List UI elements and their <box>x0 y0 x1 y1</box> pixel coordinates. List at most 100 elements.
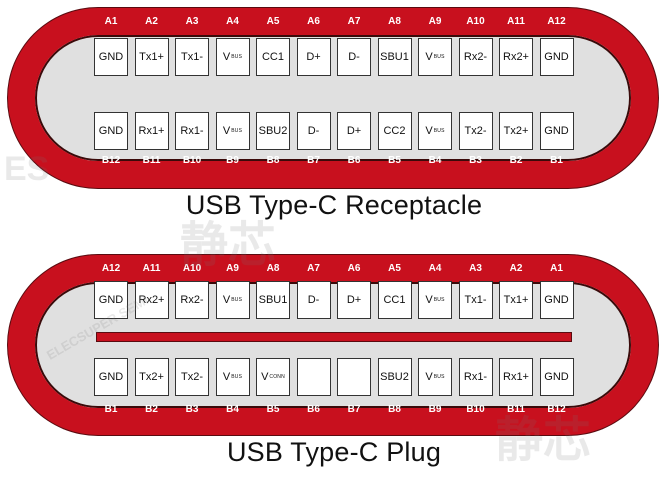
pin-cell: D- <box>296 281 331 319</box>
pin-signal-subscript: BUS <box>433 374 445 380</box>
pin-signal-subscript: BUS <box>231 128 243 134</box>
pin-number-label: B11 <box>507 404 525 415</box>
pin-number-label: A3 <box>185 16 199 27</box>
pin-cell: Rx2- <box>175 281 209 319</box>
pin-signal-name: Rx1- <box>463 371 488 383</box>
pin-number-label: B8 <box>388 404 401 415</box>
pin-number-label: A6 <box>307 16 320 27</box>
pin-signal-subscript: BUS <box>433 297 445 303</box>
pin-cell: Tx2+ <box>134 358 169 396</box>
pin-number-label: A4 <box>226 16 239 27</box>
pin-cell <box>337 358 371 396</box>
pin-signal-name: GND <box>98 294 124 306</box>
pin-signal-name: Rx1- <box>180 125 204 137</box>
pin-number-label: B4 <box>226 404 239 415</box>
pin-signal-subscript: BUS <box>231 54 243 60</box>
pin-signal-subscript: BUS <box>433 128 445 134</box>
pin-cell: Tx1+ <box>134 38 169 76</box>
pin-signal-name: SBU1 <box>380 51 409 63</box>
pin-number-label: A9 <box>226 263 239 274</box>
pin-number-label: A10 <box>466 16 485 27</box>
pin-number-label: A5 <box>388 263 401 274</box>
pin-signal-name: Tx2+ <box>503 125 529 137</box>
pin-signal-name: CC2 <box>383 125 406 137</box>
pin-cell: Tx1- <box>458 281 493 319</box>
pin-number-label: B1 <box>550 155 563 166</box>
pin-number-label: A1 <box>104 16 118 27</box>
pin-signal-name: D- <box>348 51 360 63</box>
pin-number-label: A12 <box>101 263 121 274</box>
pin-cell: Rx2- <box>458 38 493 76</box>
pin-cell: Rx2+ <box>499 38 533 76</box>
pin-number-label: A8 <box>266 263 280 274</box>
pin-number-label: A11 <box>507 16 525 27</box>
pin-signal-name: V <box>425 294 433 306</box>
pin-cell: GND <box>539 281 574 319</box>
pin-cell: SBU2 <box>377 358 412 396</box>
pin-signal-name: D+ <box>346 294 362 306</box>
pin-cell: GND <box>94 38 128 76</box>
pin-cell: D- <box>296 112 331 150</box>
pin-cell: GND <box>94 281 128 319</box>
pin-number-label: B4 <box>428 155 442 166</box>
plug-shield-bar <box>96 332 572 342</box>
pin-signal-name: D- <box>307 125 320 137</box>
pin-signal-name: GND <box>98 125 124 137</box>
pin-signal-name: GND <box>544 371 569 383</box>
pin-number-label: A9 <box>428 16 442 27</box>
pin-signal-name: Rx2- <box>463 51 488 63</box>
pin-cell: SBU1 <box>256 281 290 319</box>
pin-signal-name: GND <box>544 294 569 306</box>
pin-number-label: A10 <box>182 263 202 274</box>
pin-cell: Rx1+ <box>499 358 533 396</box>
pin-signal-name: Rx1+ <box>138 125 165 137</box>
pin-cell: Rx1- <box>175 112 209 150</box>
pin-number-label: B7 <box>347 404 361 415</box>
pin-cell: D+ <box>296 38 331 76</box>
pin-signal-name: GND <box>544 125 569 137</box>
pin-cell: CC1 <box>377 281 412 319</box>
pin-number-label: A6 <box>347 263 361 274</box>
pin-signal-subscript: BUS <box>433 54 445 60</box>
pin-signal-name: V <box>425 51 433 63</box>
pin-number-label: B7 <box>307 155 320 166</box>
pin-cell: D- <box>337 38 371 76</box>
pin-signal-name: Tx2+ <box>139 371 164 383</box>
pin-signal-name: Rx1+ <box>503 371 529 383</box>
pin-signal-name: D- <box>307 294 320 306</box>
pin-signal-name: SBU2 <box>258 125 288 137</box>
pin-signal-name: Rx2- <box>180 294 204 306</box>
pin-signal-name: V <box>425 371 433 383</box>
pin-cell: Tx2+ <box>499 112 533 150</box>
pin-cell: GND <box>94 112 128 150</box>
pin-number-label: A2 <box>509 263 523 274</box>
pin-number-label: A2 <box>145 16 158 27</box>
pin-signal-name: Rx2+ <box>138 294 165 306</box>
pin-cell: CC2 <box>377 112 412 150</box>
pin-number-label: B6 <box>307 404 320 415</box>
pin-cell: GND <box>94 358 128 396</box>
pin-signal-name: CC1 <box>383 294 406 306</box>
pin-number-label: A7 <box>347 16 361 27</box>
pin-number-label: B12 <box>101 155 121 166</box>
pin-cell: Tx2- <box>458 112 493 150</box>
pin-number-label: B10 <box>466 404 485 415</box>
pin-signal-subscript: BUS <box>231 374 243 380</box>
pin-signal-name: Rx2+ <box>503 51 529 63</box>
pin-number-label: B9 <box>428 404 442 415</box>
pin-signal-name: V <box>222 371 231 383</box>
pin-signal-name: Tx2- <box>464 125 487 137</box>
pin-signal-name: V <box>222 51 231 63</box>
pin-cell <box>296 358 331 396</box>
